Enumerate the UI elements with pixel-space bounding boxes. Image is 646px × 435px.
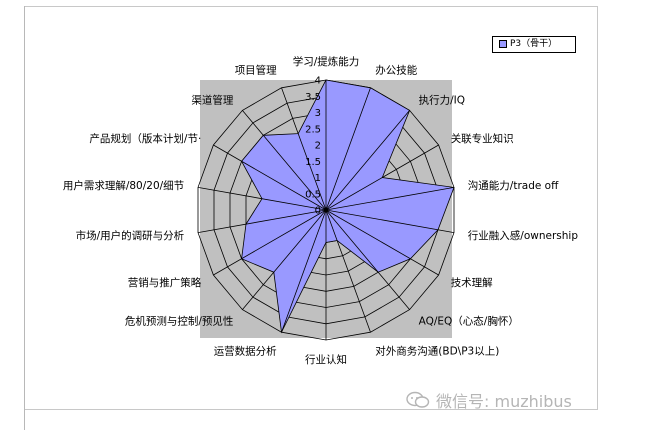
- category-label: 学习/提炼能力: [293, 55, 360, 68]
- category-label: AQ/EQ（心态/胸怀）: [419, 314, 519, 327]
- spoke: [281, 87, 327, 211]
- wechat-icon: [406, 391, 430, 408]
- spoke: [325, 144, 439, 211]
- category-label: 技术理解: [451, 276, 493, 289]
- spoke: [197, 187, 327, 211]
- tick-label: 2: [315, 141, 321, 152]
- watermark: 微信号: muzhibus: [406, 388, 572, 412]
- legend-swatch: [499, 39, 507, 48]
- tick-labels: 0 0.5 1 1.5 2 2.5 3 3.5 4: [305, 76, 321, 217]
- spoke: [325, 209, 410, 310]
- tick-label: 2.5: [305, 124, 321, 135]
- spoke: [242, 110, 327, 211]
- spoke: [197, 209, 327, 233]
- category-label: 办公技能: [375, 64, 417, 77]
- category-label: 运营数据分析: [214, 344, 277, 357]
- tick-label: 1.5: [305, 157, 321, 168]
- spoke: [325, 110, 410, 211]
- left-border-line: [24, 6, 25, 430]
- category-label: 市场/用户的调研与分析: [76, 229, 185, 242]
- category-label: 营销与推广策略: [128, 276, 202, 289]
- category-label: 项目管理: [235, 64, 277, 77]
- legend: P3（骨干）: [492, 36, 576, 53]
- spoke: [213, 144, 327, 211]
- legend-label: P3（骨干）: [510, 39, 558, 49]
- spoke: [325, 187, 455, 211]
- spoke: [281, 209, 327, 333]
- spoke: [325, 209, 371, 333]
- tick-label: 4: [315, 76, 321, 87]
- spoke: [325, 209, 455, 233]
- category-label: 行业认知: [305, 353, 347, 366]
- category-label: 关联专业知识: [451, 132, 514, 145]
- category-label: 执行力/IQ: [419, 94, 465, 107]
- tick-label: 1: [315, 173, 321, 184]
- spoke: [213, 209, 327, 276]
- category-label: 沟通能力/trade off: [468, 179, 559, 192]
- watermark-text: 微信号: muzhibus: [436, 392, 572, 411]
- spokes: [197, 80, 455, 340]
- tick-label: 0: [315, 206, 321, 217]
- spoke: [325, 209, 439, 276]
- category-label: 危机预测与控制/预见性: [125, 314, 234, 327]
- category-label: 对外商务沟通(BD\P3以上): [375, 344, 499, 357]
- category-label: 渠道管理: [191, 94, 233, 107]
- tick-label: 3.5: [305, 92, 321, 103]
- spoke: [325, 87, 371, 211]
- category-label: 用户需求理解/80/20/细节: [63, 179, 184, 192]
- category-label: 行业融入感/ownership: [468, 229, 579, 242]
- tick-label: 3: [315, 108, 321, 119]
- spoke: [242, 209, 327, 310]
- tick-label: 0.5: [305, 189, 321, 200]
- category-label: 产品规划（版本计划/节·: [89, 132, 201, 145]
- center-dot: [323, 207, 329, 213]
